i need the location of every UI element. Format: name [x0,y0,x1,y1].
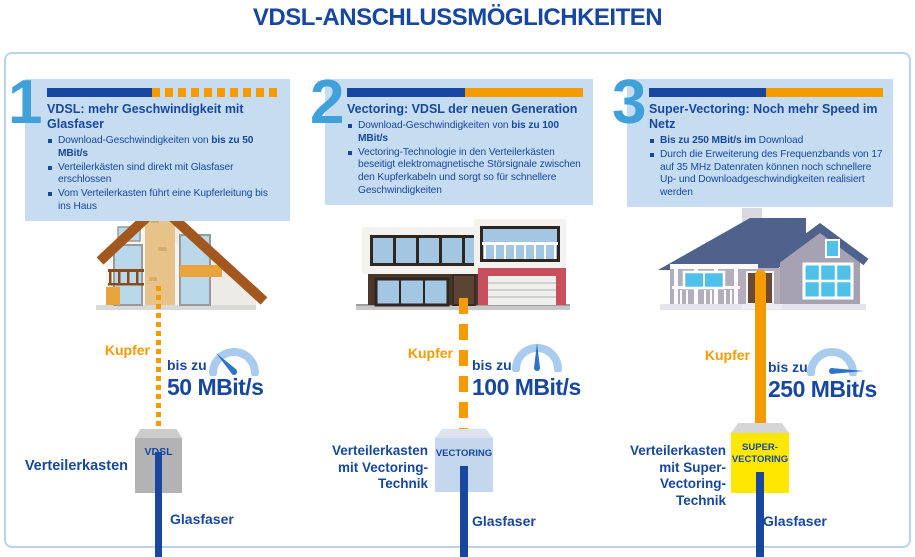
bullet-text: Verteilerkästen sind direkt mit Glasfase… [58,161,234,186]
fiber-line [756,472,764,557]
bar-copper-segment [465,88,583,97]
speed-value: 250 MBit/s [768,376,877,402]
bullet-text: Durch die Erweiterung des Frequenzbands … [660,148,883,199]
bullet-item: Download-Geschwindigkeiten von bis zu 10… [347,120,583,146]
speed-prefix: bis zu [472,357,512,373]
bullet-square-icon [650,152,654,157]
bullet-text: Download-Geschwindigkeiten von [358,120,512,131]
page-title: VDSL-ANSCHLUSSMÖGLICHKEITEN [252,4,663,31]
bar-fiber-segment [347,88,465,97]
step-number-1: 1 [8,68,43,137]
bullet-list-3: Bis zu 250 MBit/s im Download Durch die … [649,135,883,200]
bar-copper-segment [766,88,883,97]
speed-value: 100 MBit/s [472,374,581,400]
info-panel-2: Vectoring: VDSL der neuen Generation Dow… [325,79,593,205]
panel-heading-1: VDSL: mehr Geschwindigkeit mit Glasfaser [47,102,244,131]
progress-bar-1 [47,88,280,97]
bullet-square-icon [650,139,654,143]
bullet-item: Vom Verteilerkasten führt eine Kupferlei… [47,188,280,214]
bullet-square-icon [348,150,352,155]
bullet-text: Download-Geschwindigkeiten von [58,135,212,146]
cabinet-top [135,429,182,438]
cabinet-label: Verteilerkasten [24,458,128,474]
cabinet-label: Verteilerkasten mit Vectoring- Technik [331,443,428,491]
panel-heading-3: Super-Vectoring: Noch mehr Speed im Netz [649,102,878,131]
bullet-item: Bis zu 250 MBit/s im Download [649,135,883,148]
bullet-item: Durch die Erweiterung des Frequenzbands … [649,149,883,200]
speedometer-icon-low [208,344,260,381]
bullet-square-icon [48,139,52,143]
bullet-text-bold: bis zu 50 MBit/s [58,135,254,159]
cabinet-top [731,423,789,433]
bar-fiber-segment [47,88,152,97]
bullet-square-icon [48,165,52,170]
bullet-text-bold: Bis zu 250 MBit/s im [660,135,756,146]
copper-line-solid [755,270,766,425]
cabinet-top [435,429,493,438]
copper-line-dotted [156,286,161,432]
speed-prefix: bis zu [167,357,207,373]
fiber-line [460,466,468,557]
bullet-square-icon [48,192,52,197]
bullet-item: Download-Geschwindigkeiten von bis zu 50… [47,135,280,161]
copper-label: Kupfer [704,347,750,363]
bullet-text-bold: bis zu 100 MBit/s [358,120,559,144]
fiber-line [155,452,162,557]
bullet-text: Vom Verteilerkasten führt eine Kupferlei… [58,188,268,212]
panel-heading-2: Vectoring: VDSL der neuen Generation [347,102,578,116]
fiber-label: Glasfaser [170,511,234,527]
bullet-list-1: Download-Geschwindigkeiten von bis zu 50… [47,135,280,214]
fiber-label: Glasfaser [763,513,827,529]
bullet-item: Vectoring-Technologie in den Verteilerkä… [347,147,583,198]
progress-bar-3 [649,88,883,97]
copper-label: Kupfer [104,342,150,358]
step-number-2: 2 [310,68,345,137]
copper-line-dashed [459,298,468,432]
info-panel-1: VDSL: mehr Geschwindigkeit mit Glasfaser… [25,79,290,221]
bullet-square-icon [348,124,352,128]
bullet-text: Download [755,135,804,146]
fiber-label: Glasfaser [472,513,536,529]
bar-copper-segment [151,88,280,97]
info-panel-3: Super-Vectoring: Noch mehr Speed im Netz… [627,79,893,207]
bullet-item: Verteilerkästen sind direkt mit Glasfase… [47,162,280,188]
bullet-list-2: Download-Geschwindigkeiten von bis zu 10… [347,120,583,198]
modern-house-illustration [356,215,570,317]
copper-label: Kupfer [407,345,453,361]
progress-bar-2 [347,88,583,97]
speedometer-icon-medium [511,340,563,377]
step-number-3: 3 [612,68,647,137]
speed-value: 50 MBit/s [167,374,264,400]
bar-fiber-segment [649,88,766,97]
bullet-text: Vectoring-Technologie in den Verteilerkä… [358,146,581,196]
speedometer-icon-high [806,344,868,381]
cabinet-label: Verteilerkasten mit Super-Vectoring- Tec… [629,443,726,508]
speed-prefix: bis zu [768,359,808,375]
cabinet-box-vectoring: VECTORING [435,438,493,492]
